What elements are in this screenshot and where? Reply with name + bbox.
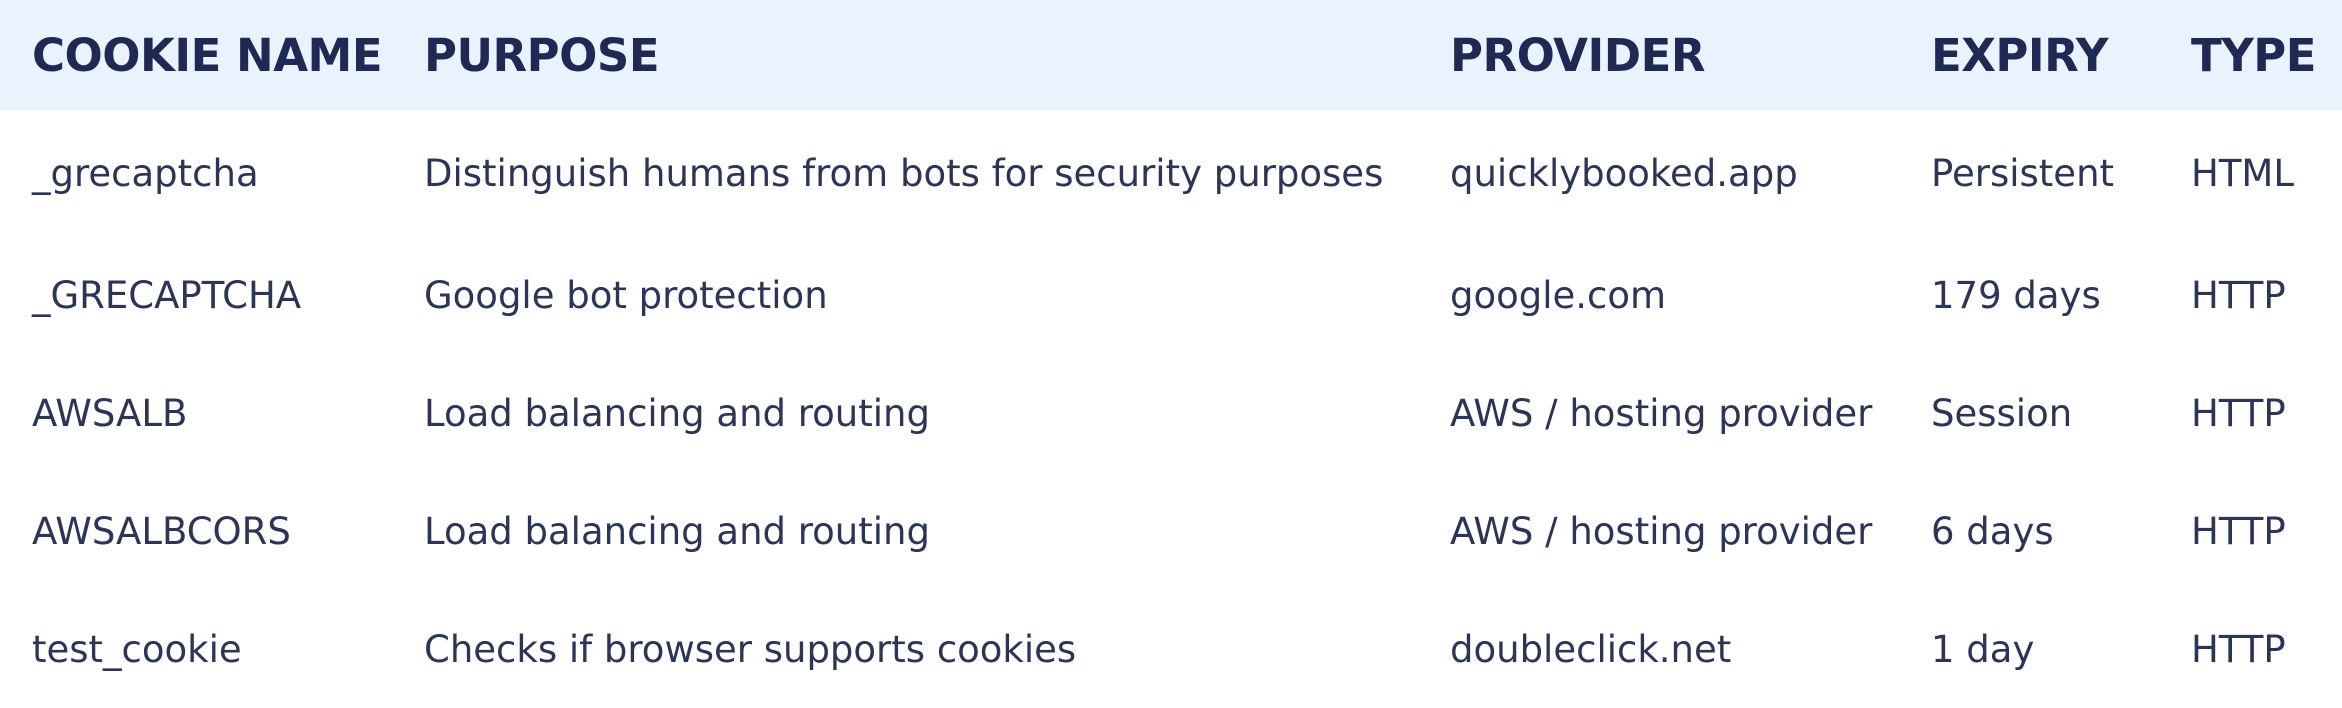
header-type: TYPE <box>2191 28 2317 82</box>
table-row: test_cookie Checks if browser supports c… <box>0 590 2342 708</box>
cell-type: HTTP <box>2191 627 2286 671</box>
cell-expiry: 179 days <box>1931 273 2101 317</box>
table-row: _GRECAPTCHA Google bot protection google… <box>0 236 2342 354</box>
cell-type: HTML <box>2191 151 2294 195</box>
cell-type: HTTP <box>2191 509 2286 553</box>
cell-type: HTTP <box>2191 273 2286 317</box>
cell-provider: AWS / hosting provider <box>1450 509 1873 553</box>
table-row: AWSALBCORS Load balancing and routing AW… <box>0 472 2342 590</box>
cell-cookie-name: AWSALBCORS <box>32 509 291 553</box>
cell-expiry: Persistent <box>1931 151 2115 195</box>
table-row: AWSALB Load balancing and routing AWS / … <box>0 354 2342 472</box>
cell-purpose: Load balancing and routing <box>424 509 930 553</box>
cell-expiry: 6 days <box>1931 509 2054 553</box>
header-row: COOKIE NAME PURPOSE PROVIDER EXPIRY TYPE <box>0 0 2342 110</box>
header-provider: PROVIDER <box>1450 28 1706 82</box>
table-header: COOKIE NAME PURPOSE PROVIDER EXPIRY TYPE <box>0 0 2342 110</box>
cell-expiry: 1 day <box>1931 627 2035 671</box>
cell-purpose: Load balancing and routing <box>424 391 930 435</box>
cell-cookie-name: _grecaptcha <box>32 151 259 195</box>
table-row: _grecaptcha Distinguish humans from bots… <box>0 110 2342 236</box>
header-cookie-name: COOKIE NAME <box>32 28 383 82</box>
cell-provider: google.com <box>1450 273 1667 317</box>
cell-provider: doubleclick.net <box>1450 627 1732 671</box>
table-body: _grecaptcha Distinguish humans from bots… <box>0 110 2342 708</box>
cell-provider: AWS / hosting provider <box>1450 391 1873 435</box>
header-expiry: EXPIRY <box>1931 28 2108 82</box>
cell-provider: quicklybooked.app <box>1450 151 1798 195</box>
cell-cookie-name: test_cookie <box>32 627 242 671</box>
cell-cookie-name: _GRECAPTCHA <box>32 273 302 317</box>
cell-cookie-name: AWSALB <box>32 391 188 435</box>
cell-type: HTTP <box>2191 391 2286 435</box>
header-purpose: PURPOSE <box>424 28 660 82</box>
cell-purpose: Distinguish humans from bots for securit… <box>424 151 1384 195</box>
cell-expiry: Session <box>1931 391 2073 435</box>
cell-purpose: Checks if browser supports cookies <box>424 627 1077 671</box>
cell-purpose: Google bot protection <box>424 273 828 317</box>
